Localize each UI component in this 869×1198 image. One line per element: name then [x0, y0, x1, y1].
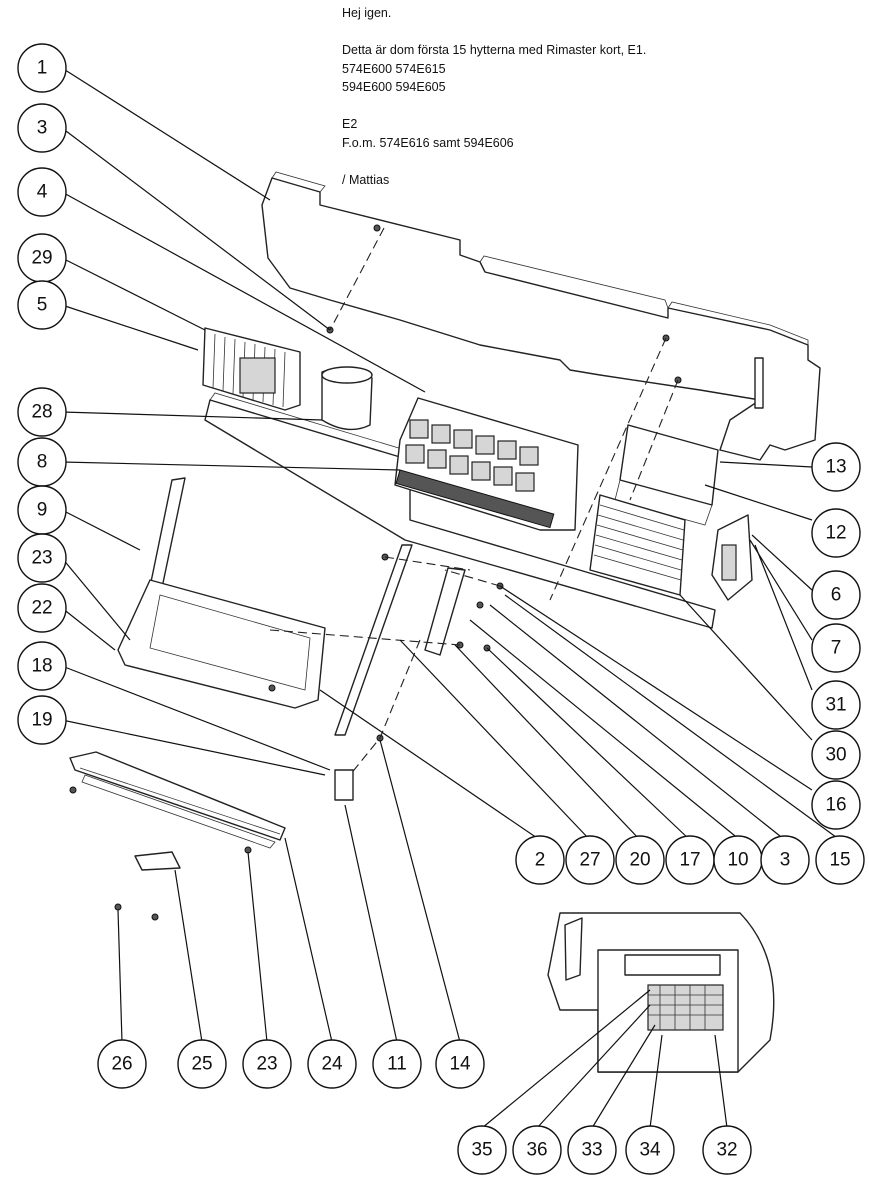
callout-10: 10 — [713, 835, 763, 885]
svg-text:19: 19 — [31, 710, 52, 731]
svg-text:32: 32 — [716, 1140, 737, 1161]
svg-text:25: 25 — [191, 1054, 212, 1075]
callout-12: 12 — [811, 508, 861, 558]
callout-24: 24 — [307, 1039, 357, 1089]
svg-text:23: 23 — [256, 1054, 277, 1075]
callout-4: 4 — [17, 167, 67, 217]
callout-22: 22 — [17, 583, 67, 633]
svg-text:13: 13 — [825, 457, 846, 478]
front-strip — [69, 751, 286, 841]
svg-text:12: 12 — [825, 523, 846, 544]
svg-text:23: 23 — [31, 548, 52, 569]
callout-32: 32 — [702, 1125, 752, 1175]
callout-30: 30 — [811, 730, 861, 780]
callout-16: 16 — [811, 780, 861, 830]
svg-text:27: 27 — [579, 850, 600, 871]
note-line: Detta är dom första 15 hytterna med Rima… — [342, 43, 647, 57]
svg-text:3: 3 — [37, 118, 48, 139]
callout-36: 36 — [512, 1125, 562, 1175]
callout-17: 17 — [665, 835, 715, 885]
front-tray — [117, 579, 326, 709]
callout-3-top: 3 — [17, 103, 67, 153]
svg-text:26: 26 — [111, 1054, 132, 1075]
callout-20: 20 — [615, 835, 665, 885]
callout-34: 34 — [625, 1125, 675, 1175]
svg-text:29: 29 — [31, 248, 52, 269]
callout-1: 1 — [17, 43, 67, 93]
callout-19: 19 — [17, 695, 67, 745]
svg-text:24: 24 — [321, 1054, 343, 1075]
callout-11: 11 — [372, 1039, 422, 1089]
callout-3-bottom: 3 — [760, 835, 810, 885]
svg-text:3: 3 — [780, 850, 791, 871]
callout-18: 18 — [17, 641, 67, 691]
svg-text:30: 30 — [825, 745, 846, 766]
back-panel-slot — [754, 357, 764, 409]
side-bracket — [424, 567, 466, 656]
callout-9: 9 — [17, 485, 67, 535]
callout-26: 26 — [97, 1039, 147, 1089]
parts — [69, 171, 821, 921]
callout-31: 31 — [811, 680, 861, 730]
callout-15: 15 — [815, 835, 865, 885]
note-line: 574E600 574E615 — [342, 61, 446, 76]
svg-text:6: 6 — [831, 585, 842, 606]
note-line: E2 — [342, 117, 358, 131]
note-line: Hej igen. — [342, 6, 392, 20]
svg-text:35: 35 — [471, 1140, 492, 1161]
svg-text:1: 1 — [37, 58, 48, 79]
svg-text:7: 7 — [831, 638, 842, 659]
svg-text:10: 10 — [727, 850, 748, 871]
svg-text:22: 22 — [31, 598, 52, 619]
svg-text:16: 16 — [825, 795, 846, 816]
fan-grille-center — [239, 357, 276, 394]
callout-23-bottom: 23 — [242, 1039, 292, 1089]
handle-part — [134, 851, 181, 871]
svg-text:17: 17 — [679, 850, 700, 871]
note-line: 594E600 594E605 — [342, 80, 446, 94]
callout-29: 29 — [17, 233, 67, 283]
note-text: Hej igen. Detta är dom första 15 hyttern… — [342, 4, 762, 189]
callout-23-left: 23 — [17, 533, 67, 583]
clip — [334, 769, 354, 801]
svg-text:8: 8 — [37, 452, 48, 473]
inset-detail — [547, 912, 775, 1073]
svg-text:5: 5 — [37, 295, 48, 316]
callout-bubbles: 1 3 4 29 5 28 8 9 23 22 18 19 13 12 6 7 … — [17, 43, 865, 1175]
svg-text:11: 11 — [387, 1054, 407, 1075]
svg-text:9: 9 — [37, 500, 48, 521]
note-line: / Mattias — [342, 172, 390, 187]
callout-25: 25 — [177, 1039, 227, 1089]
svg-text:15: 15 — [829, 850, 850, 871]
svg-text:36: 36 — [526, 1140, 547, 1161]
svg-text:33: 33 — [581, 1140, 602, 1161]
callout-33: 33 — [567, 1125, 617, 1175]
leader-lines — [61, 67, 841, 1129]
right-rail — [334, 544, 413, 736]
note-line: F.o.m. 574E616 samt 594E606 — [342, 135, 514, 150]
callout-14: 14 — [435, 1039, 485, 1089]
callout-2: 2 — [515, 835, 565, 885]
callout-6: 6 — [811, 570, 861, 620]
svg-text:18: 18 — [31, 656, 52, 677]
callout-5: 5 — [17, 280, 67, 330]
svg-text:34: 34 — [639, 1140, 661, 1161]
callout-13: 13 — [811, 442, 861, 492]
callout-28: 28 — [17, 387, 67, 437]
svg-text:14: 14 — [449, 1054, 471, 1075]
callout-27: 27 — [565, 835, 615, 885]
svg-text:20: 20 — [629, 850, 650, 871]
electronics-box — [619, 424, 719, 506]
svg-text:2: 2 — [535, 850, 546, 871]
callout-7: 7 — [811, 623, 861, 673]
callout-35: 35 — [457, 1125, 507, 1175]
svg-text:28: 28 — [31, 402, 52, 423]
callout-8: 8 — [17, 437, 67, 487]
svg-text:31: 31 — [825, 695, 846, 716]
svg-text:4: 4 — [37, 182, 48, 203]
